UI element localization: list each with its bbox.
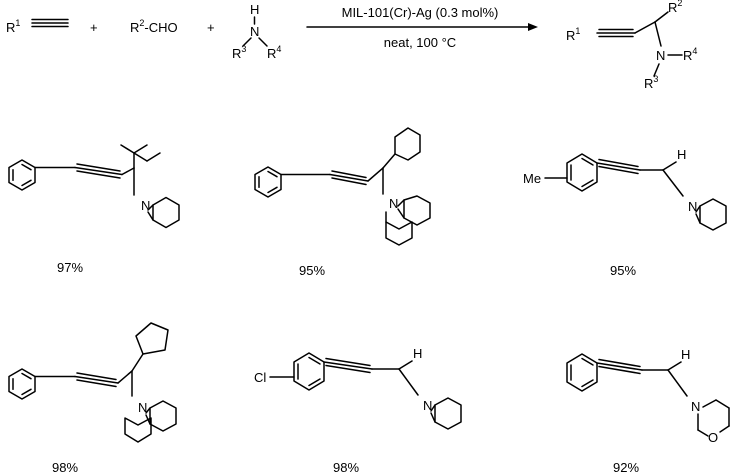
product-6-yield: 92% xyxy=(613,460,639,475)
product-3-n: N xyxy=(688,199,697,214)
product-6-h: H xyxy=(681,347,690,362)
amine-n: N xyxy=(250,24,259,39)
product-3-h: H xyxy=(677,147,686,162)
aldehyde: R2-CHO xyxy=(130,18,178,35)
product-n: N xyxy=(656,48,665,63)
alkyne-r-sup: 1 xyxy=(15,18,20,28)
amine-r4-sup: 4 xyxy=(276,44,281,54)
amine-r4: R xyxy=(267,46,276,61)
phenyl-ring xyxy=(8,159,36,191)
product-2-n: N xyxy=(389,196,398,211)
svg-text:R4: R4 xyxy=(267,44,281,61)
phenyl-ring xyxy=(566,353,598,392)
amine-h: H xyxy=(250,2,259,17)
propargylamine-product: R1 R2 N R4 R3 xyxy=(566,0,697,91)
aldehyde-group: -CHO xyxy=(144,20,177,35)
product-1-n: N xyxy=(141,198,150,213)
product-5-h: H xyxy=(413,346,422,361)
svg-text:R1: R1 xyxy=(6,18,20,35)
phenyl-ring xyxy=(566,153,598,192)
plus-sign-1: + xyxy=(90,20,98,35)
product-r3: R xyxy=(644,76,653,91)
product-r1-sup: 1 xyxy=(575,26,580,36)
product-p-chlorophenyl-piperidine: Cl H N 98% xyxy=(254,346,462,475)
svg-text:R4: R4 xyxy=(683,46,697,63)
plus-sign-2: + xyxy=(207,20,215,35)
product-cyclohexyl-piperidine: N 95% xyxy=(254,127,431,278)
aldehyde-r: R xyxy=(130,20,139,35)
product-r4: R xyxy=(683,48,692,63)
product-3-yield: 95% xyxy=(610,263,636,278)
phenyl-ring xyxy=(8,368,36,400)
alkyne-r: R xyxy=(6,20,15,35)
product-5-substituent: Cl xyxy=(254,370,266,385)
product-1-yield: 97% xyxy=(57,260,83,275)
product-3-substituent: Me xyxy=(523,171,541,186)
product-isopropyl-piperidine: N 97% xyxy=(8,144,180,275)
product-r3-sup: 3 xyxy=(653,74,658,84)
phenyl-ring xyxy=(254,166,282,198)
product-p-tolyl-piperidine: Me H N 95% xyxy=(523,147,727,278)
product-6-n: N xyxy=(691,399,700,414)
product-r2: R xyxy=(668,0,677,15)
product-2-yield: 95% xyxy=(299,263,325,278)
product-cyclopentyl-piperidine: N 98% xyxy=(8,322,177,475)
svg-text:R2: R2 xyxy=(668,0,682,15)
product-5-n: N xyxy=(423,398,432,413)
product-5-yield: 98% xyxy=(333,460,359,475)
product-r4-sup: 4 xyxy=(692,46,697,56)
general-reaction: R1 + R2-CHO + H N R3 R4 MIL-101(Cr)-Ag (… xyxy=(6,0,697,91)
product-4-n: N xyxy=(138,400,147,415)
conditions-label: neat, 100 °C xyxy=(384,35,456,50)
reaction-arrow: MIL-101(Cr)-Ag (0.3 mol%) neat, 100 °C xyxy=(306,5,538,50)
product-phenyl-morpholine: H N O 92% xyxy=(566,347,730,475)
amine-r3-sup: 3 xyxy=(241,44,246,54)
product-r1: R xyxy=(566,28,575,43)
product-6-o: O xyxy=(708,430,718,445)
aldehyde-r-sup: 2 xyxy=(139,18,144,28)
amine-r3: R xyxy=(232,46,241,61)
product-4-yield: 98% xyxy=(52,460,78,475)
svg-text:R3: R3 xyxy=(644,74,658,91)
product-r2-sup: 2 xyxy=(677,0,682,8)
catalyst-label: MIL-101(Cr)-Ag (0.3 mol%) xyxy=(342,5,499,20)
phenyl-ring xyxy=(293,352,325,391)
secondary-amine: H N R3 R4 xyxy=(232,2,281,61)
terminal-alkyne: R1 xyxy=(6,18,69,35)
svg-text:R3: R3 xyxy=(232,44,246,61)
svg-text:R1: R1 xyxy=(566,26,580,43)
